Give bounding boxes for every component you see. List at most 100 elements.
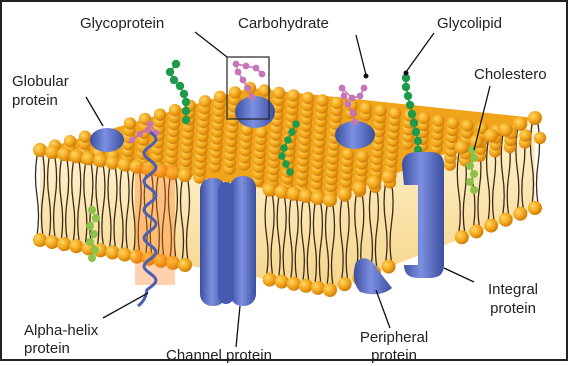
lipid-head-front: [352, 181, 366, 195]
lipid-head-bottom: [275, 275, 289, 289]
lipid-head: [229, 86, 241, 98]
glycolipid-bead: [288, 128, 296, 136]
carb-bead: [349, 95, 356, 102]
lipid-head-front: [81, 151, 95, 165]
label-integral-line2: protein: [478, 300, 548, 317]
leader-peripheral: [376, 290, 390, 328]
glycolipid-bead: [402, 83, 410, 91]
carb-bead: [240, 77, 247, 84]
lipid-head-front: [311, 191, 325, 205]
label-globular-line1: Globular: [12, 73, 69, 90]
lipid-head: [534, 132, 546, 144]
cholesterol-bead: [86, 238, 94, 246]
lipid-head-bottom: [499, 213, 513, 227]
carb-bead: [339, 85, 346, 92]
glycolipid-bead: [180, 90, 188, 98]
glycolipid-bead: [404, 92, 412, 100]
lipid-head-front: [263, 183, 277, 197]
lipid-head: [154, 108, 166, 120]
channel-protein-icon: [200, 176, 256, 306]
leader-alpha-helix: [103, 293, 148, 318]
glycolipid-bead: [182, 107, 190, 115]
glycolipid-bead: [412, 128, 420, 136]
carb-bead: [345, 101, 352, 108]
label-alpha-helix-line2: protein: [24, 340, 70, 357]
lipid-head-front: [455, 140, 469, 154]
carb-bead: [245, 85, 252, 92]
lipid-head-front: [106, 156, 120, 170]
cholesterol-bead: [470, 170, 478, 178]
leader-carbohydrate: [356, 35, 366, 75]
carb-bead: [253, 65, 260, 72]
cholesterol-bead: [466, 162, 474, 170]
lipid-head-front: [69, 149, 83, 163]
glycolipid-bead: [292, 120, 300, 128]
carb-bead: [259, 71, 266, 78]
lipid-head-bottom: [382, 260, 396, 274]
glycolipid-bead: [284, 136, 292, 144]
cholesterol-bead: [90, 230, 98, 238]
cholesterol-bead: [470, 154, 478, 162]
glycolipid-bead: [166, 68, 174, 76]
lipid-head: [199, 95, 211, 107]
lipid-head-front: [513, 117, 527, 131]
lipid-head-bottom: [528, 201, 542, 215]
cholesterol-bead: [86, 222, 94, 230]
lipid-head-bottom: [484, 219, 498, 233]
lipid-head: [374, 104, 386, 116]
leader-glycoprotein: [195, 32, 227, 57]
carb-bead: [341, 93, 348, 100]
lipid-head-bottom: [33, 233, 47, 247]
glycolipid-bead: [182, 98, 190, 106]
lipid-head: [447, 117, 459, 129]
cholesterol-bead: [466, 178, 474, 186]
lipid-head-bottom: [57, 237, 71, 251]
lipid-head: [287, 89, 299, 101]
lipid-head-bottom: [323, 283, 337, 297]
carb-bead: [147, 121, 153, 127]
lipid-head: [214, 91, 226, 103]
carb-bead: [350, 110, 357, 117]
lipid-head-front: [323, 193, 337, 207]
label-peripheral-line2: protein: [346, 347, 442, 364]
carb-bead: [137, 131, 143, 137]
cholesterol-bead: [92, 214, 100, 222]
lipid-head-front: [528, 111, 542, 125]
lipid-head: [360, 102, 372, 114]
lipid-head: [79, 131, 91, 143]
lipid-head-bottom: [263, 273, 277, 287]
lipid-head-bottom: [469, 224, 483, 238]
lipid-head-bottom: [178, 258, 192, 272]
lipid-head: [389, 107, 401, 119]
label-glycolipid: Glycolipid: [437, 15, 502, 32]
lipid-head-bottom: [118, 248, 132, 262]
lipid-head: [342, 148, 354, 160]
carb-bead: [249, 94, 256, 101]
lipid-head-bottom: [106, 246, 120, 260]
lipid-head-bottom: [338, 277, 352, 291]
label-channel-protein: Channel protein: [166, 347, 272, 364]
lipid-head: [169, 104, 181, 116]
cholesterol-bead: [88, 206, 96, 214]
leader-integral: [444, 268, 474, 282]
lipid-head: [418, 112, 430, 124]
lipid-head: [124, 117, 136, 129]
lipid-head-front: [178, 168, 192, 182]
label-globular-line2: protein: [12, 92, 58, 109]
lipid-head-bottom: [455, 230, 469, 244]
lipid-head-front: [275, 185, 289, 199]
glycolipid-bead: [176, 82, 184, 90]
glycolipid-bead: [280, 144, 288, 152]
lipid-head-front: [382, 170, 396, 184]
lipid-head-bottom: [45, 235, 59, 249]
lipid-head: [461, 119, 473, 131]
glycolipid-bead: [406, 101, 414, 109]
carb-bead: [235, 69, 242, 76]
lipid-head-bottom: [287, 277, 301, 291]
leader-channel: [236, 306, 240, 347]
carb-bead: [129, 137, 135, 143]
lipid-head-bottom: [311, 281, 325, 295]
lipid-head-front: [299, 189, 313, 203]
label-peripheral-line1: Peripheral: [346, 329, 442, 346]
